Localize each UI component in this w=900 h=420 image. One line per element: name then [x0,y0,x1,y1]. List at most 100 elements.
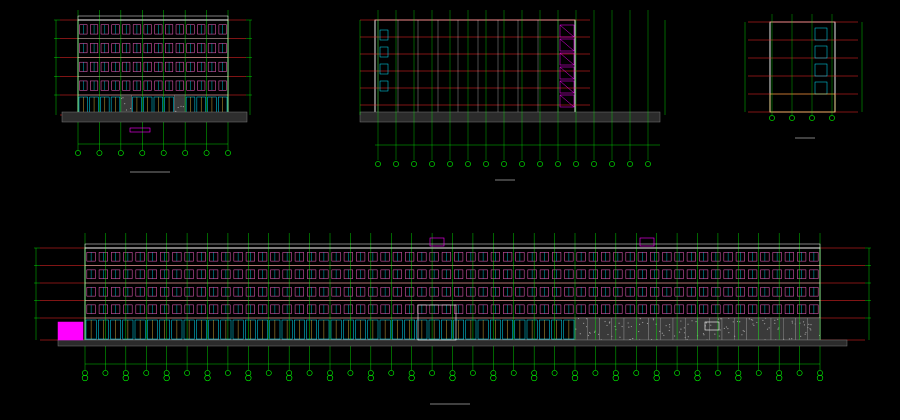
long-elevation [34,233,871,404]
stone-texture [741,334,742,335]
axis-bubble [511,370,516,375]
stone-texture [178,107,179,108]
axis-bubble [205,370,210,375]
stone-texture [674,335,675,336]
stone-texture [180,106,181,107]
axis-bubble-row2 [736,375,742,381]
axis-bubble [97,150,102,155]
stone-texture [733,321,734,322]
axis-bubble [429,161,434,166]
axis-bubble [573,161,578,166]
section-window [380,64,388,74]
axis-bubble [519,161,524,166]
stair-run [560,53,574,65]
axis-bubble-row2 [246,375,252,381]
axis-bubble-row2 [409,375,415,381]
stone-texture [774,320,775,321]
section-a [360,10,665,180]
stone-texture [777,328,778,329]
axis-bubble [797,370,802,375]
front-elevation [54,10,252,172]
axis-bubble-row2 [531,375,537,381]
stone-texture [680,329,681,330]
stone-texture [687,324,688,325]
axis-bubble [552,370,557,375]
stone-texture [583,323,584,324]
axis-bubble [118,150,123,155]
stone-texture [663,335,664,336]
axis-bubble [307,370,312,375]
axis-bubble [501,161,506,166]
axis-bubble [470,370,475,375]
stone-texture [684,327,685,328]
axis-bubble [829,115,834,120]
stone-texture [639,324,640,325]
stone-texture [714,334,715,335]
stone-texture [727,328,728,329]
stone-texture [628,322,629,323]
stone-texture [647,323,648,324]
stone-texture [720,329,721,330]
axis-bubble [817,370,822,375]
stone-texture [688,336,689,337]
stone-texture [622,326,623,327]
stone-texture [666,325,667,326]
axis-bubble-row2 [654,375,660,381]
stone-texture [609,321,610,322]
axis-bubble [555,161,560,166]
section-outline [770,22,835,112]
stone-cladding [673,318,685,340]
magenta-fill-block [58,322,83,340]
stone-cladding [796,318,808,340]
axis-bubble [393,161,398,166]
stone-texture [762,320,763,321]
stone-texture [669,324,670,325]
axis-bubble [609,161,614,166]
stone-cladding [649,318,661,340]
section-window [815,46,827,58]
stone-texture [753,325,754,326]
stone-texture [720,318,721,319]
axis-bubble [613,370,618,375]
stone-texture [679,331,680,332]
stone-texture [767,329,768,330]
axis-bubble [348,370,353,375]
stone-texture [777,319,778,320]
stone-texture [783,339,784,340]
stone-texture [653,319,654,320]
axis-bubble [483,161,488,166]
axis-bubble [375,161,380,166]
stone-cladding [698,318,710,340]
stone-texture [598,334,599,335]
stone-cladding [734,318,746,340]
stair-run [560,81,574,93]
stone-texture [653,318,654,319]
axis-bubble [537,161,542,166]
stone-texture [611,336,612,337]
axis-bubble [674,370,679,375]
axis-bubble [429,370,434,375]
axis-bubble-row2 [82,375,88,381]
axis-bubble [591,161,596,166]
stone-texture [183,106,184,107]
stone-texture [606,325,607,326]
stone-texture [710,325,711,326]
axis-bubble [447,161,452,166]
stone-texture [607,334,608,335]
axis-bubble [769,115,774,120]
stone-texture [669,326,670,327]
stone-cladding [587,318,599,340]
stone-texture [578,318,579,319]
axis-bubble [789,115,794,120]
axis-bubble [756,370,761,375]
stone-texture [659,331,660,332]
stone-texture [669,330,670,331]
stone-cladding [759,318,771,340]
axis-bubble-row2 [613,375,619,381]
stone-texture [642,322,643,323]
stone-texture [765,318,766,319]
stone-texture [680,320,681,321]
stone-texture [805,332,806,333]
